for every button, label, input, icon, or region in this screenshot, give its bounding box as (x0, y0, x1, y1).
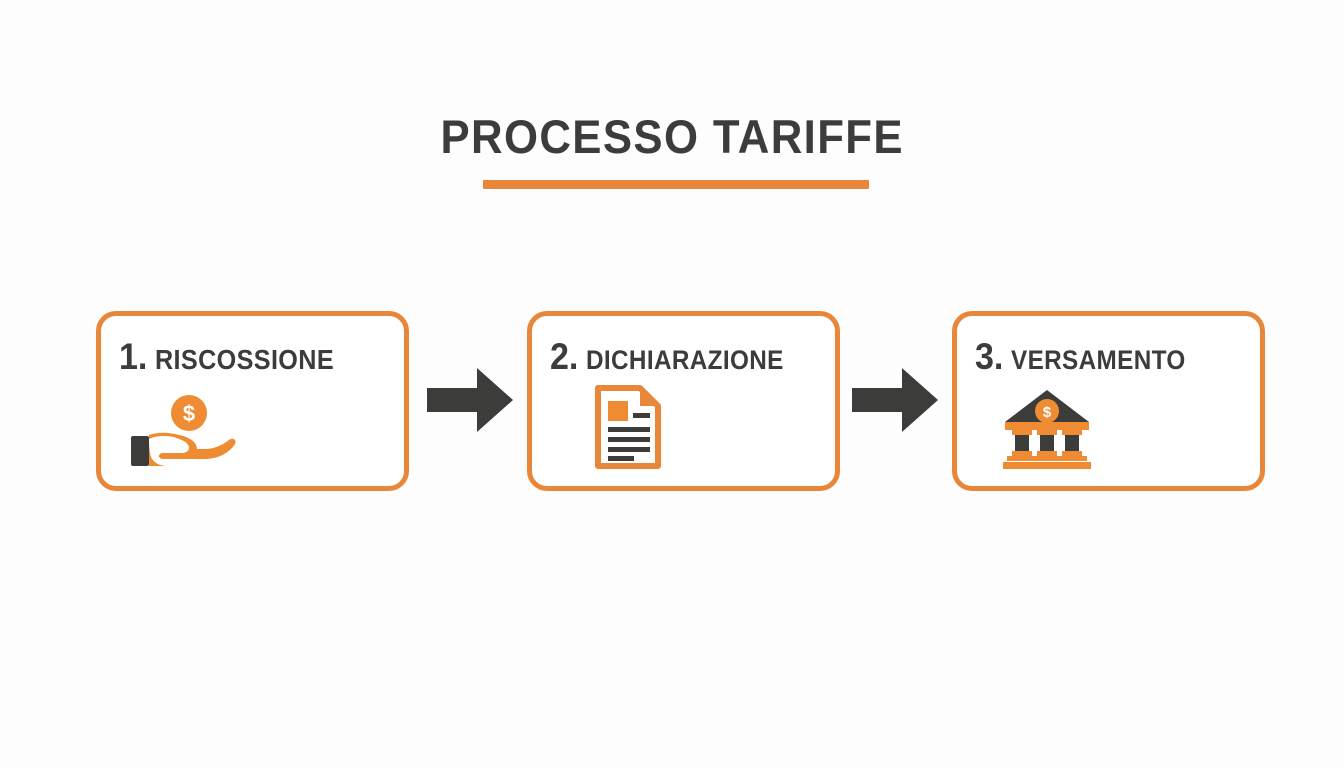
step-3-label: VERSAMENTO (1010, 345, 1186, 375)
page-title: PROCESSO TARIFFE (440, 110, 904, 163)
document-page-icon (594, 384, 664, 475)
process-step-card-2[interactable]: 2. DICHIARAZIONE (527, 311, 840, 491)
svg-text:$: $ (183, 401, 195, 426)
process-step-card-1[interactable]: 1. RISCOSSIONE $ (96, 311, 409, 491)
hand-holding-dollar-coin-icon: $ (127, 394, 247, 474)
bank-building-with-coin-icon: $ (997, 386, 1097, 475)
step-1-number: 1. (119, 336, 148, 377)
step-2-label: DICHIARAZIONE (585, 345, 784, 375)
step-3-number: 3. (975, 336, 1004, 377)
step-2-heading: 2. DICHIARAZIONE (550, 338, 806, 375)
step-1-label: RISCOSSIONE (154, 344, 334, 375)
arrow-step2-to-step3-icon (850, 366, 940, 439)
step-2-number: 2. (550, 336, 579, 377)
step-3-heading: 3. VERSAMENTO (975, 338, 1205, 375)
svg-text:$: $ (1043, 404, 1052, 421)
step-1-heading: 1. RISCOSSIONE (119, 338, 354, 375)
page-title-block: PROCESSO TARIFFE (0, 110, 1344, 163)
arrow-step1-to-step2-icon (425, 366, 515, 439)
title-underline-bar (483, 180, 869, 189)
process-step-card-3[interactable]: 3. VERSAMENTO $ (952, 311, 1265, 491)
